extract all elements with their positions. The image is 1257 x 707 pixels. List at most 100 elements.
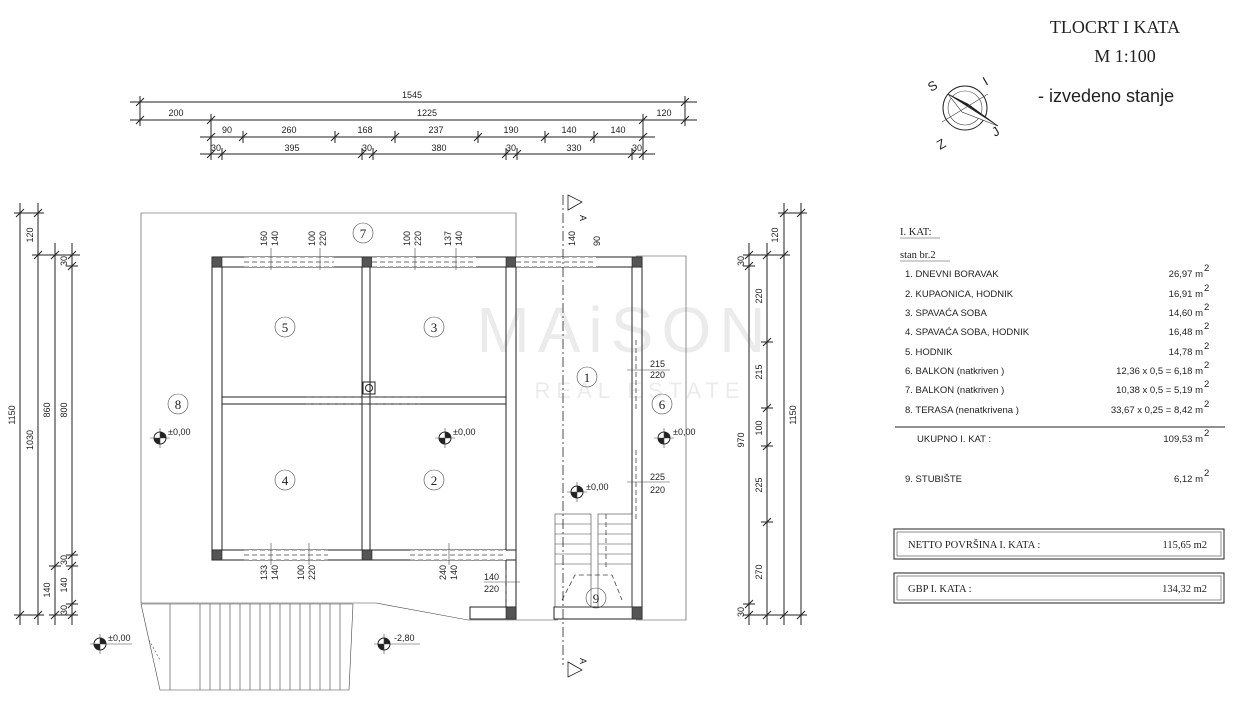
gbp-area-box: GBP I. KATA : 134,32 m2 <box>893 572 1225 604</box>
dim-right-outer: 1150 <box>788 405 798 424</box>
row-sup: 2 <box>1204 302 1209 313</box>
table-stair-row: 9. STUBIŠTE 6,12 m 2 <box>905 468 1209 485</box>
compass-letter-z: Z <box>934 136 948 153</box>
dim-right-b3: 215 <box>754 364 764 379</box>
compass-letter-j: J <box>989 123 1002 139</box>
row-label: 1. DNEVNI BORAVAK <box>905 269 999 280</box>
dim-top-r3-1: 90 <box>222 125 232 135</box>
table-row: 7. BALKON (natkriven ) 10,38 x 0,5 = 5,1… <box>905 379 1209 396</box>
opening-dims-side: 215 220 225 220 140 220 <box>484 359 670 594</box>
dim-top-r4-5: 30 <box>506 143 516 153</box>
row-label: 3. SPAVAĆA SOBA <box>905 308 988 319</box>
level-l4: ±0,00 <box>586 482 608 492</box>
opening-dim: 140 <box>270 231 280 246</box>
dim-top-r3-2: 260 <box>281 125 296 135</box>
level-l7: -2,80 <box>394 633 415 643</box>
terrace-outline <box>140 212 687 621</box>
watermark-tagline: REAL ESTATE <box>534 378 745 403</box>
opening-dim: 220 <box>650 485 665 495</box>
opening-dim: 100 <box>402 231 412 246</box>
row-sup: 2 <box>1204 399 1209 410</box>
table-row: 2. KUPAONICA, HODNIK 16,91 m 2 <box>905 283 1209 300</box>
row-value: 12,36 x 0,5 = 6,18 m <box>1116 366 1203 377</box>
dim-right-a1: 120 <box>770 227 780 242</box>
room-label-9: 9 <box>593 591 600 606</box>
dim-left-c3: 30 <box>59 555 69 565</box>
dim-right-a2: 970 <box>736 432 746 447</box>
dim-top-c: 120 <box>656 108 671 118</box>
level-marker-icon <box>90 634 132 654</box>
row-sup: 2 <box>1204 341 1209 352</box>
dim-top-a: 200 <box>168 108 183 118</box>
dim-top-r4-7: 30 <box>632 143 642 153</box>
gbp-value: 134,32 m2 <box>1162 584 1207 595</box>
row-sup: 2 <box>1204 360 1209 371</box>
opening-dim: 220 <box>318 231 328 246</box>
dim-left-c1: 30 <box>59 256 69 266</box>
dim-top-r4-4: 380 <box>431 143 446 153</box>
table-row: 3. SPAVAĆA SOBA 14,60 m 2 <box>905 302 1209 319</box>
row-label: 4. SPAVAĆA SOBA, HODNIK <box>905 327 1030 338</box>
level-marker-icon <box>374 634 420 654</box>
dim-top-b: 1225 <box>417 108 437 118</box>
row-value: 26,97 m <box>1169 269 1203 280</box>
top-dimension-chains: 1545 200 1225 120 90 260 168 237 190 140… <box>130 90 697 160</box>
room-label-4: 4 <box>282 473 289 488</box>
left-dimension-chains: 1150 120 1030 860 140 30 800 30 140 30 <box>7 203 80 625</box>
opening-dim: 220 <box>650 370 665 380</box>
room-label-5: 5 <box>282 320 289 335</box>
row-label: 5. HODNIK <box>905 347 953 358</box>
dim-top-r3-7: 140 <box>610 125 625 135</box>
watermark-brand: MAiSON <box>477 294 774 366</box>
section-line-a: A A <box>562 194 588 678</box>
stair-sup: 2 <box>1204 468 1209 479</box>
columns <box>211 256 643 620</box>
dim-right-b5: 225 <box>754 477 764 492</box>
opening-dim: 90 <box>592 236 602 246</box>
dim-top-r4-3: 30 <box>362 143 372 153</box>
total-sup: 2 <box>1204 428 1209 439</box>
level-markers: ±0,00 ±0,00 ±0,00 ±0,00 ±0,00 -2,80 <box>90 427 695 654</box>
netto-area-box: NETTO POVRŠINA I. KATA : 115,65 m2 <box>893 528 1225 560</box>
row-value: 16,48 m <box>1169 327 1203 338</box>
table-row: 5. HODNIK 14,78 m 2 <box>905 341 1209 358</box>
wall-openings <box>244 256 637 606</box>
plan-scale: M 1:100 <box>1094 46 1156 66</box>
dim-left-c4: 140 <box>59 577 69 592</box>
netto-value: 115,65 m2 <box>1162 540 1207 551</box>
area-table: I. KAT: stan br.2 1. DNEVNI BORAVAK 26,9… <box>893 227 1225 604</box>
dim-top-r4-6: 330 <box>566 143 581 153</box>
level-l1: ±0,00 <box>168 427 190 437</box>
total-value: 109,53 m <box>1163 434 1203 445</box>
row-label: 7. BALKON (natkriven ) <box>905 385 1004 396</box>
dim-left-a2: 1030 <box>25 430 35 450</box>
dim-left-outer: 1150 <box>7 405 17 424</box>
dim-top-r4-1: 30 <box>211 143 221 153</box>
right-dimension-chains: 120 970 1150 30 220 215 100 225 270 30 <box>736 203 807 625</box>
room-label-8: 8 <box>175 397 182 412</box>
row-value: 16,91 m <box>1169 289 1203 300</box>
level-marker-icon <box>150 428 170 448</box>
table-total-row: UKUPNO I. KAT : 109,53 m 2 <box>917 428 1209 445</box>
gbp-label: GBP I. KATA : <box>908 584 972 595</box>
section-mark-top: A <box>578 215 588 221</box>
row-sup: 2 <box>1204 321 1209 332</box>
room-label-3: 3 <box>431 320 438 335</box>
north-arrow-icon: S I J Z <box>925 74 1002 153</box>
opening-dim: 225 <box>650 472 665 482</box>
level-marker-icon <box>654 428 674 448</box>
opening-dim: 220 <box>413 231 423 246</box>
level-l6: ±0,00 <box>108 633 130 643</box>
room-label-2: 2 <box>431 473 438 488</box>
opening-dim: 100 <box>296 565 306 580</box>
dim-top-r3-3: 168 <box>357 125 372 135</box>
row-sup: 2 <box>1204 263 1209 274</box>
room-labels: 1 2 3 4 5 6 7 8 9 <box>167 222 673 609</box>
level-marker-icon <box>567 482 587 502</box>
dim-top-r3-4: 237 <box>428 125 443 135</box>
compass-letter-s: S <box>925 77 940 94</box>
opening-dim: 220 <box>484 584 499 594</box>
stair-value: 6,12 m <box>1174 474 1203 485</box>
dim-total-width: 1545 <box>402 90 422 100</box>
